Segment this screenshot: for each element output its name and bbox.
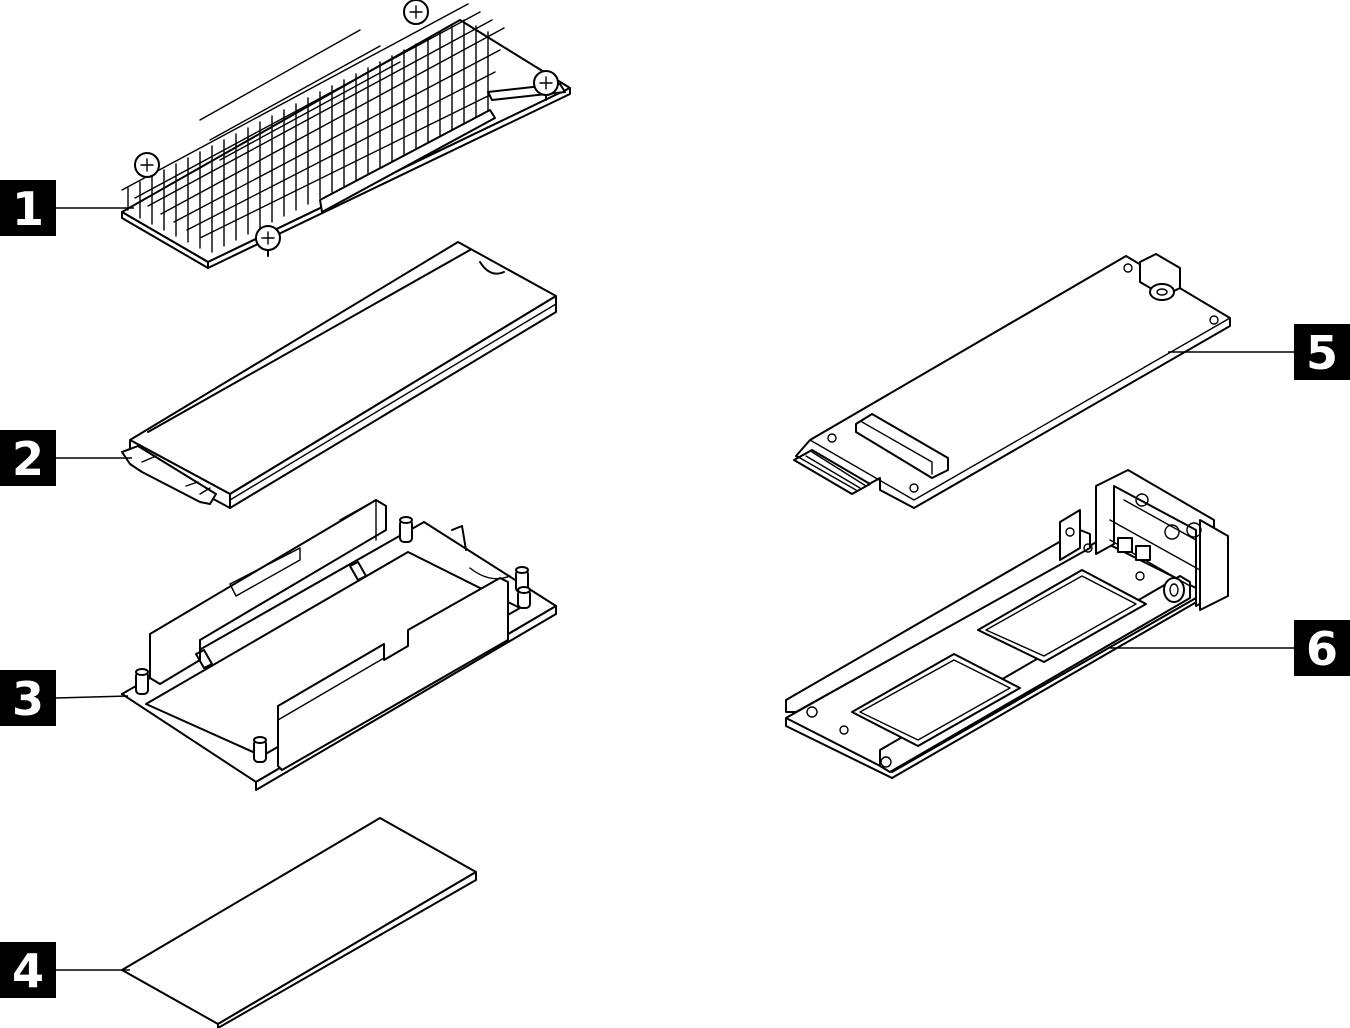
front-bracket bbox=[1095, 469, 1229, 611]
standoff-icon bbox=[399, 516, 413, 543]
standoff-icon bbox=[135, 668, 149, 695]
edge-connector bbox=[793, 449, 871, 495]
leader-lines bbox=[55, 207, 1296, 971]
drive-tray-part bbox=[121, 499, 557, 791]
callout-label: 1 bbox=[12, 182, 44, 236]
callout-6: 6 bbox=[1294, 620, 1350, 676]
screw-icon bbox=[403, 0, 429, 25]
drive-carrier-part bbox=[785, 469, 1229, 779]
screw-icon bbox=[255, 225, 281, 257]
callout-label: 2 bbox=[12, 432, 44, 486]
callout-label: 3 bbox=[12, 672, 44, 726]
standoff-icon bbox=[517, 586, 531, 609]
callout-3: 3 bbox=[0, 670, 56, 726]
callout-label: 5 bbox=[1306, 326, 1338, 380]
mount-post-icon bbox=[1139, 253, 1181, 301]
callout-1: 1 bbox=[0, 180, 56, 236]
heatsink-part bbox=[121, 0, 571, 269]
callout-4: 4 bbox=[0, 942, 56, 998]
heatsink-fins bbox=[121, 3, 505, 253]
screw-icon bbox=[533, 70, 559, 101]
callout-5: 5 bbox=[1294, 324, 1350, 380]
adapter-board-part bbox=[793, 253, 1231, 509]
callout-label: 6 bbox=[1306, 622, 1338, 676]
callout-label: 4 bbox=[12, 944, 44, 998]
standoff-icon bbox=[253, 736, 267, 763]
callout-2: 2 bbox=[0, 430, 56, 486]
m2-drive-part bbox=[121, 241, 557, 509]
m2-socket bbox=[855, 413, 949, 479]
thermal-pad-part bbox=[121, 817, 477, 1028]
screw-icon bbox=[134, 152, 160, 178]
